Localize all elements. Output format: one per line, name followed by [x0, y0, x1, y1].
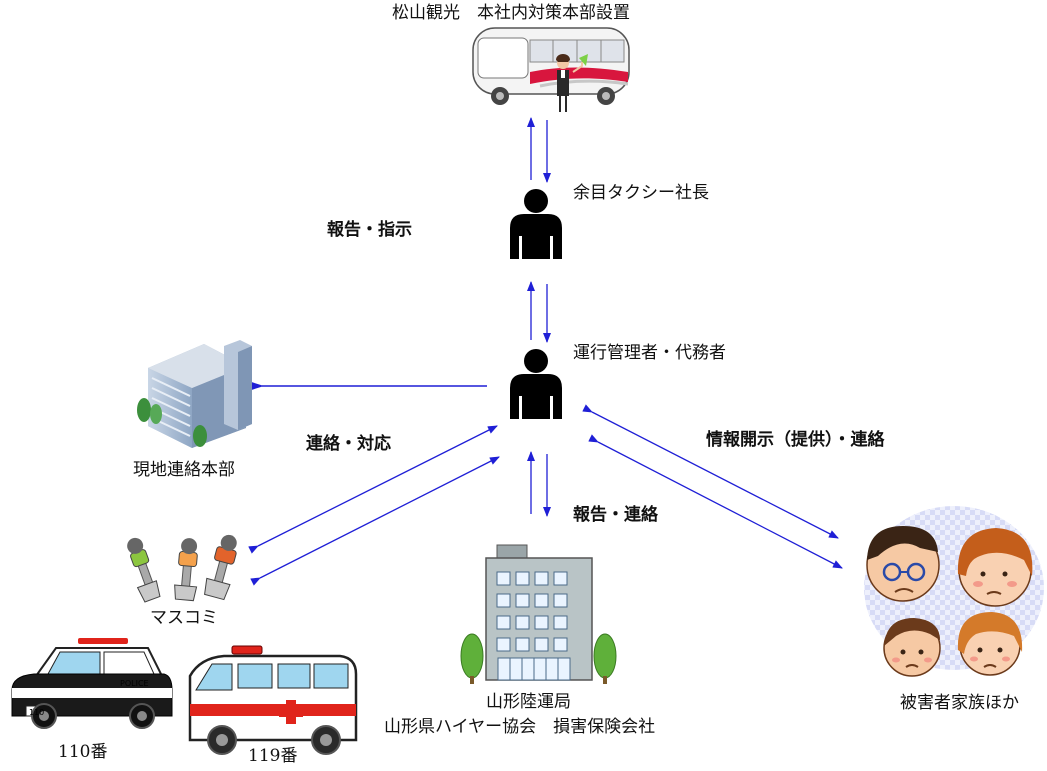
police-car-icon: POLICE 110 [11, 638, 173, 729]
taxi-president-label: 余目タクシー社長 [573, 183, 709, 203]
local-hq-label: 現地連絡本部 [133, 460, 235, 480]
hq-label: 松山観光 本社内対策本部設置 [392, 3, 630, 23]
transport-bureau-label-line1: 山形陸運局 [486, 692, 571, 712]
police-plate-number: 110 [29, 708, 44, 717]
face-boy [883, 618, 941, 677]
transport-bureau-label-line2: 山形県ハイヤー協会 損害保険会社 [384, 717, 656, 737]
police-label: 110番 [58, 742, 108, 762]
person-icon-president [510, 189, 562, 259]
ambulance-label: 119番 [248, 746, 298, 766]
edge-label-report-instruct: 報告・指示 [327, 220, 412, 240]
edge-label-disclosure: 情報開示（提供）・連絡 [706, 430, 885, 450]
manager-label: 運行管理者・代務者 [573, 343, 726, 363]
face-girl [957, 612, 1023, 676]
arrow-media-link-2 [250, 456, 500, 586]
arrow-families-link-2 [588, 434, 843, 569]
building-icon-local-hq [137, 340, 252, 448]
office-building-icon [460, 544, 617, 684]
face-woman [957, 528, 1033, 607]
media-label: マスコミ [150, 608, 218, 628]
microphone-icon-media [127, 534, 237, 603]
families-icon [864, 506, 1044, 677]
police-car-label: POLICE [120, 679, 149, 688]
families-label: 被害者家族ほか [900, 693, 1019, 713]
arrows [242, 117, 843, 586]
edge-label-contact-respond: 連絡・対応 [306, 434, 391, 454]
edge-label-report-contact: 報告・連絡 [573, 505, 658, 525]
bus-icon [472, 27, 630, 112]
person-icon-manager [510, 349, 562, 419]
face-man [866, 526, 940, 602]
ambulance-icon [188, 645, 358, 755]
